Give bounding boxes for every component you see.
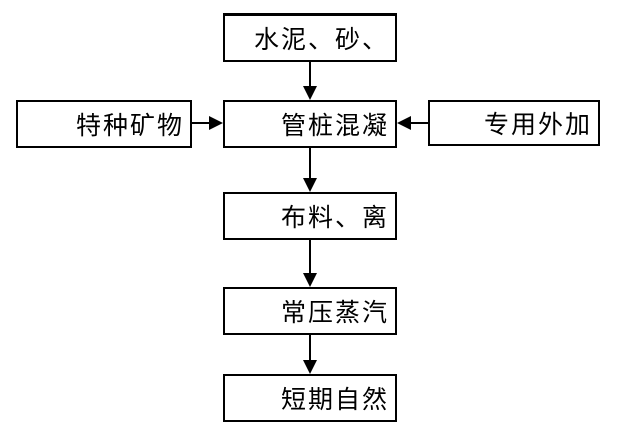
flow-node-short-term-natural: 短期自然 <box>223 374 397 422</box>
flow-node-pipe-pile-concrete: 管桩混凝 <box>223 100 397 148</box>
flow-node-label: 布料、离 <box>280 203 389 232</box>
flow-node-cement-sand: 水泥、砂、 <box>223 13 397 62</box>
flow-node-label: 管桩混凝 <box>280 111 389 140</box>
flow-node-distribution-centrifuge: 布料、离 <box>223 192 397 240</box>
flow-node-atmospheric-steam: 常压蒸汽 <box>223 287 397 335</box>
flow-node-label: 专用外加 <box>483 110 592 139</box>
flow-node-label: 短期自然 <box>280 385 389 414</box>
flow-node-special-additive: 专用外加 <box>428 100 600 146</box>
flow-node-label: 常压蒸汽 <box>280 298 389 327</box>
flow-node-label: 水泥、砂、 <box>253 25 389 54</box>
flow-node-special-minerals: 特种矿物 <box>16 100 192 148</box>
flow-node-label: 特种矿物 <box>75 111 184 140</box>
